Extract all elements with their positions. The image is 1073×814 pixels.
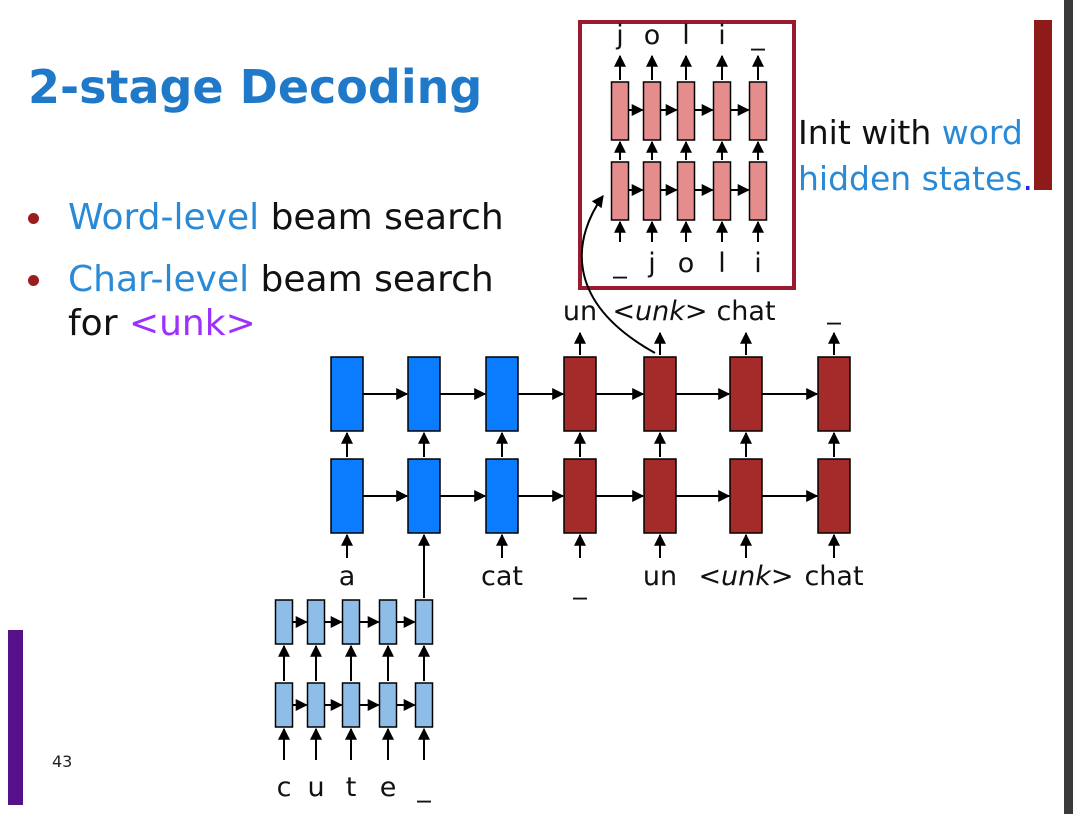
- bullet-text: beam search: [249, 259, 494, 300]
- decoder-output-label: <unk>: [612, 296, 707, 327]
- char-decoder-cell-bottom: [642, 161, 662, 221]
- char-encoder-input-label: _: [416, 772, 431, 803]
- char-decoder-input-label: j: [647, 248, 656, 279]
- bullet-text: beam search: [259, 197, 504, 238]
- word-lstm-cell-top: [817, 356, 851, 432]
- encoder-input-label: _: [572, 569, 587, 600]
- word-lstm-cell-top: [485, 356, 519, 432]
- word-lstm-cell-top: [330, 356, 364, 432]
- char-encoder-cell-bottom: [274, 682, 294, 728]
- word-lstm-cell-bottom: [643, 458, 677, 534]
- init-note-period: .: [1022, 159, 1033, 198]
- char-encoder-cell-top: [378, 599, 398, 645]
- char-decoder-input-label: i: [754, 248, 762, 279]
- char-decoder-cell-bottom: [712, 161, 732, 221]
- word-lstm-cell-bottom: [330, 458, 364, 534]
- decoder-input-label: <unk>: [698, 561, 793, 592]
- bullet-highlight: Word-level: [68, 197, 260, 238]
- decoder-output-label: un: [563, 296, 597, 327]
- char-decoder-input-label: l: [718, 248, 726, 279]
- char-decoder-cell-bottom: [676, 161, 696, 221]
- init-note-hidden-states: hidden states: [798, 159, 1023, 198]
- init-curved-arrow: [580, 195, 656, 354]
- char-encoder-cell-top: [414, 599, 434, 645]
- char-encoder-input-label: u: [307, 772, 324, 803]
- char-encoder-cell-bottom: [378, 682, 398, 728]
- word-lstm-cell-top: [563, 356, 597, 432]
- bullet-word-level: Word-level beam search: [22, 196, 504, 240]
- char-decoder-output-label: l: [682, 20, 690, 51]
- char-decoder-cell-bottom: [748, 161, 768, 221]
- char-decoder-input-label: o: [678, 248, 695, 279]
- char-decoder-input-label: _: [612, 248, 627, 279]
- decoder-output-label: chat: [716, 296, 775, 327]
- page-number: 43: [52, 752, 73, 771]
- char-encoder-cell-bottom: [306, 682, 326, 728]
- decoder-input-label: chat: [804, 561, 863, 592]
- unk-token: <unk>: [128, 303, 256, 344]
- char-decoder-cell-top: [712, 81, 732, 141]
- bullet-text-line2: for: [68, 303, 129, 344]
- word-lstm-cell-top: [407, 356, 441, 432]
- init-note: Init with word hidden states.: [798, 110, 1033, 202]
- char-decoder-cell-bottom: [610, 161, 630, 221]
- char-encoder-cell-bottom: [341, 682, 361, 728]
- char-encoder-cell-top: [306, 599, 326, 645]
- slide-title: 2-stage Decoding: [28, 60, 483, 114]
- word-lstm-cell-top: [729, 356, 763, 432]
- encoder-input-label: a: [339, 561, 356, 592]
- char-decoder-cell-top: [642, 81, 662, 141]
- char-encoder-cell-bottom: [414, 682, 434, 728]
- char-decoder-output-label: i: [718, 20, 726, 51]
- init-note-prefix: Init with: [798, 113, 942, 152]
- char-encoder-input-label: e: [380, 772, 397, 803]
- word-lstm-cell-bottom: [407, 458, 441, 534]
- bullet-list: Word-level beam search Char-level beam s…: [22, 196, 504, 364]
- top-accent-bar: [1034, 20, 1052, 190]
- char-encoder-input-label: t: [346, 772, 357, 803]
- char-decoder-output-label: _: [750, 20, 765, 51]
- decoder-output-label: _: [826, 294, 841, 325]
- char-decoder-cell-top: [610, 81, 630, 141]
- word-lstm-cell-bottom: [485, 458, 519, 534]
- word-lstm-cell-bottom: [729, 458, 763, 534]
- bullet-char-level: Char-level beam search for <unk>: [22, 258, 504, 346]
- word-lstm-cell-bottom: [563, 458, 597, 534]
- char-decoder-output-label: o: [644, 20, 661, 51]
- word-lstm-cell-bottom: [817, 458, 851, 534]
- bottom-accent-bar: [8, 630, 23, 805]
- init-note-word: word: [941, 113, 1023, 152]
- char-decoder-cell-top: [676, 81, 696, 141]
- char-decoder-frame: [578, 20, 796, 290]
- word-lstm-cell-top: [643, 356, 677, 432]
- right-edge-strip: [1064, 0, 1073, 814]
- char-encoder-cell-top: [341, 599, 361, 645]
- encoder-input-label: cat: [481, 561, 523, 592]
- char-decoder-output-label: j: [615, 20, 624, 51]
- char-decoder-cell-top: [748, 81, 768, 141]
- decoder-input-label: un: [643, 561, 677, 592]
- char-encoder-input-label: c: [277, 772, 292, 803]
- bullet-highlight: Char-level: [68, 259, 250, 300]
- char-encoder-cell-top: [274, 599, 294, 645]
